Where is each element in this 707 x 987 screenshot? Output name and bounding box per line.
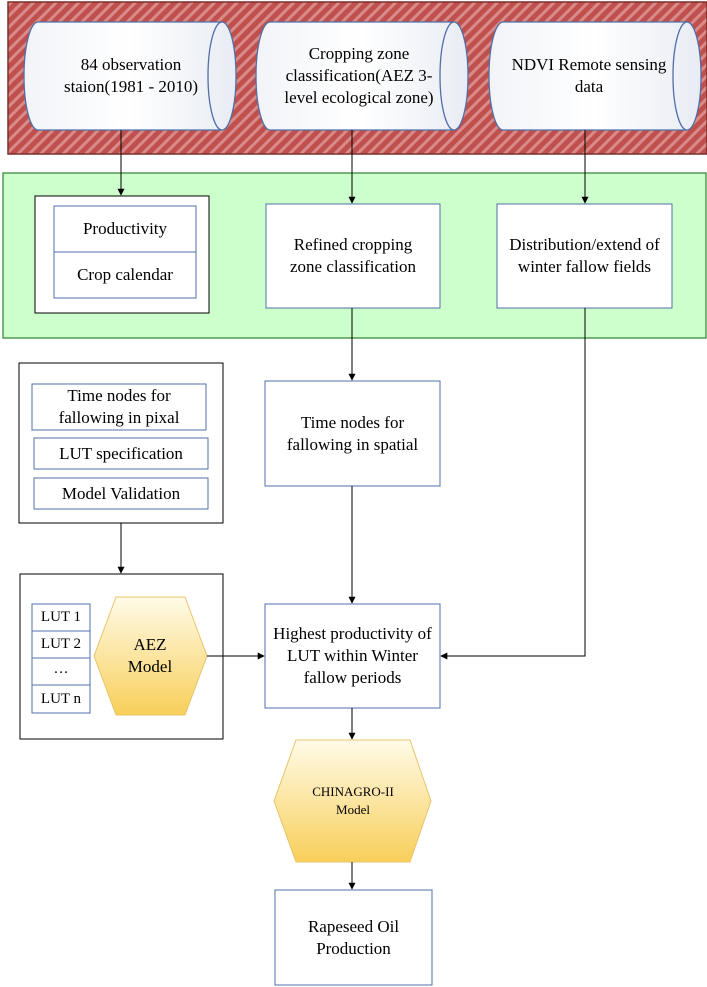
lut-1-label: LUT 1 xyxy=(40,609,82,625)
refined-zone-label: Refined cropping zone classification xyxy=(289,235,417,276)
ndvi-cylinder xyxy=(488,21,702,131)
lut-ellipsis-label: … xyxy=(53,661,69,677)
lut-n-cell xyxy=(31,684,91,714)
crop-calendar-box xyxy=(53,251,197,299)
highest-productivity-label: Highest productivity of LUT within Winte… xyxy=(273,624,432,687)
cropping-zone-cylinder xyxy=(255,21,469,131)
time-nodes-spatial-label: Time nodes for fallowing in spatial xyxy=(286,412,419,454)
model-validation-box xyxy=(33,477,209,510)
rapeseed-output-box xyxy=(274,889,433,986)
cropping-zone-label: Cropping zone classification(AEZ 3-level… xyxy=(284,44,434,107)
arrow-distribution-to-highest xyxy=(440,308,586,660)
time-nodes-pixal-box xyxy=(31,383,207,431)
lut-n-label: LUT n xyxy=(40,690,82,707)
crop-calendar-label: Crop calendar xyxy=(77,265,173,284)
time-nodes-spatial-box xyxy=(264,380,441,487)
refined-zone-box xyxy=(265,203,441,309)
productivity-label: Productivity xyxy=(82,219,168,238)
lut-2-label: LUT 2 xyxy=(40,636,82,652)
time-nodes-pixal-label: Time nodes for fallowing in pixal xyxy=(58,386,180,427)
aez-model-label: AEZ Model xyxy=(127,635,173,676)
observation-station-label: 84 observation staion(1981 - 2010) xyxy=(63,55,199,96)
lut-spec-box xyxy=(33,437,209,470)
model-validation-label: Model Validation xyxy=(61,483,181,503)
productivity-box xyxy=(53,205,197,253)
chinagro-model-hexagon xyxy=(273,739,432,863)
highest-productivity-box xyxy=(264,603,441,709)
aez-model-hexagon xyxy=(93,596,208,716)
observation-station-cylinder xyxy=(23,21,237,131)
lut-2-cell xyxy=(31,630,91,659)
lut-ellipsis-cell xyxy=(31,657,91,686)
rapeseed-output-label: Rapeseed Oil Production xyxy=(307,916,400,958)
distribution-label: Distribution/extend of winter fallow fie… xyxy=(509,235,660,276)
chinagro-model-label: CHINAGRO-II Model xyxy=(312,784,394,817)
ndvi-label: NDVI Remote sensing data xyxy=(511,55,667,96)
lut-spec-label: LUT specification xyxy=(59,443,183,463)
distribution-box xyxy=(496,203,673,309)
